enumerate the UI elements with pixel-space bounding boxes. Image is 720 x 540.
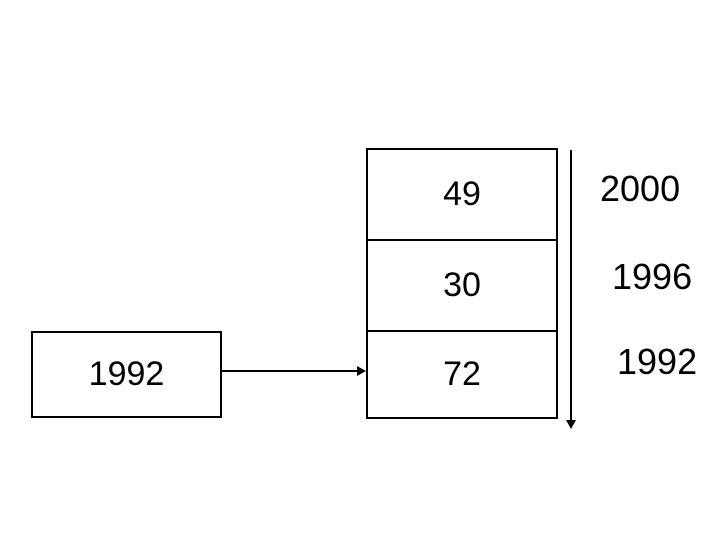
stack-cell: 30	[368, 239, 556, 330]
connector-arrowhead-icon	[357, 366, 366, 376]
stack-cell: 49	[368, 150, 556, 239]
year-label-2000: 2000	[600, 168, 681, 209]
timeline-arrow-line	[570, 150, 572, 421]
timeline-arrowhead-icon	[566, 420, 576, 429]
source-year-label: 1992	[88, 355, 165, 393]
stack-cell-value: 30	[443, 266, 481, 304]
source-year-box: 1992	[31, 331, 222, 418]
value-stack: 49 30 72	[366, 148, 558, 419]
stack-cell: 72	[368, 330, 556, 417]
year-label-1996: 1996	[612, 256, 693, 297]
stack-cell-value: 49	[443, 175, 481, 213]
stack-cell-value: 72	[443, 355, 481, 393]
year-label-1992: 1992	[617, 341, 698, 382]
connector-arrow-line	[222, 370, 358, 372]
